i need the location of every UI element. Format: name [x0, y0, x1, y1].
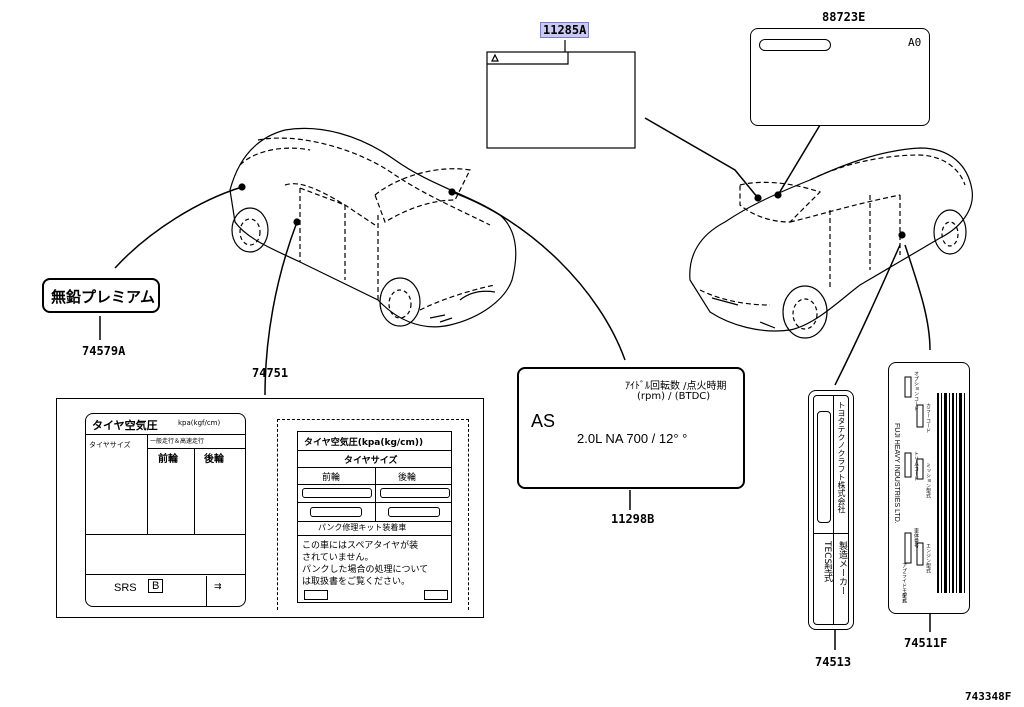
label-88723E-code: A0 — [908, 36, 922, 49]
label-88723E-slot — [759, 39, 831, 51]
label-11285A-drawing — [486, 51, 636, 149]
label-74511F-g: アプライドモデル — [901, 563, 907, 603]
label-88723E: A0 — [750, 28, 930, 126]
part-number-11298B[interactable]: 11298B — [611, 512, 655, 526]
tire-right-note3: パンクした場合の処理について — [302, 565, 429, 575]
tire-right-kit: パンク修理キット装着車 — [318, 523, 407, 532]
label-74511F-f: エンジン型式 — [925, 543, 931, 573]
label-74511F-company: FUJI HEAVY INDUSTRIES LTD. — [893, 423, 900, 524]
part-number-74751[interactable]: 74751 — [252, 366, 289, 380]
tire-right-title: タイヤ空気圧(kpa(kg/cm)) — [304, 438, 424, 448]
label-74511F-h: 型式 — [901, 593, 907, 603]
part-number-74579A[interactable]: 74579A — [82, 344, 126, 358]
tire-left-rear: 後輪 — [204, 454, 224, 465]
tire-left-arrows: ⇉ — [214, 582, 222, 592]
tire-right-note1: この車にはスペアタイヤが装 — [302, 541, 419, 551]
tire-right-size: タイヤサイズ — [344, 456, 398, 466]
tire-label-left: タイヤ空気圧 kpa(kgf/cm) タイヤサイズ 一般走行＆高速走行 前輪 後… — [85, 413, 246, 607]
label-11298B: ｱｲﾄﾞﾙ回転数 /点火時期 (rpm) / (BTDC) AS 2.0L NA… — [517, 367, 745, 489]
tire-right-rear: 後輪 — [398, 473, 417, 483]
part-number-74513[interactable]: 74513 — [815, 655, 852, 669]
tire-left-unit: kpa(kgf/cm) — [178, 419, 221, 427]
part-number-74511F[interactable]: 74511F — [904, 636, 948, 650]
label-74511F-a: オプションコード — [913, 371, 919, 411]
label-74513-company: トヨタテクノクラフト株式会社 — [837, 401, 846, 513]
label-74513-type: TECS型式 — [822, 541, 832, 583]
tire-label-right-frame — [277, 419, 469, 610]
label-11298B-spec: 2.0L NA 700 / 12° ° — [577, 431, 688, 446]
tire-left-srs-code: B — [148, 579, 164, 593]
label-74511F: FUJI HEAVY INDUSTRIES LTD. オプションコード トリムコ… — [888, 362, 970, 614]
label-74513: TECS型式 製造メーカー トヨタテクノクラフト株式会社 — [808, 390, 854, 630]
figure-number: 743348F — [965, 690, 1012, 703]
label-11298B-line1: ｱｲﾄﾞﾙ回転数 /点火時期 — [625, 381, 727, 392]
label-74511F-barcodes — [904, 376, 965, 593]
part-number-11285A[interactable]: 11285A — [540, 22, 590, 38]
label-74513-maker: 製造メーカー — [837, 541, 847, 595]
label-74511F-b: トリムコード — [913, 451, 919, 481]
tire-label-right: タイヤ空気圧(kpa(kg/cm)) タイヤサイズ 前輪 後輪 パンク修理キット… — [297, 431, 452, 603]
left-car-outline — [229, 127, 517, 328]
label-11298B-line2: (rpm) / (BTDC) — [637, 391, 711, 402]
right-car-outline — [689, 147, 973, 339]
label-11298B-code: AS — [531, 411, 556, 431]
tire-left-title: タイヤ空気圧 — [92, 419, 158, 432]
label-74511F-d: ミッション型式 — [925, 463, 931, 498]
label-74579A-text: 無鉛プレミアム — [51, 288, 155, 306]
tire-left-front: 前輪 — [158, 454, 178, 465]
label-74579A: 無鉛プレミアム — [42, 278, 160, 313]
tire-right-note4: は取扱書をご覧ください。 — [302, 577, 411, 587]
tire-right-front: 前輪 — [322, 473, 341, 483]
tire-left-mode: 一般走行＆高速走行 — [150, 438, 205, 445]
tire-left-size: タイヤサイズ — [89, 441, 131, 449]
leader-lines — [99, 117, 931, 650]
tire-right-note2: されていません。 — [302, 553, 374, 563]
label-74751: タイヤ空気圧 kpa(kgf/cm) タイヤサイズ 一般走行＆高速走行 前輪 後… — [56, 398, 484, 618]
label-74511F-e: 車体番号 — [913, 528, 919, 548]
label-74511F-c: カラーコード — [925, 403, 931, 433]
part-number-88723E[interactable]: 88723E — [822, 10, 866, 24]
tire-left-srs: SRS — [114, 582, 137, 594]
